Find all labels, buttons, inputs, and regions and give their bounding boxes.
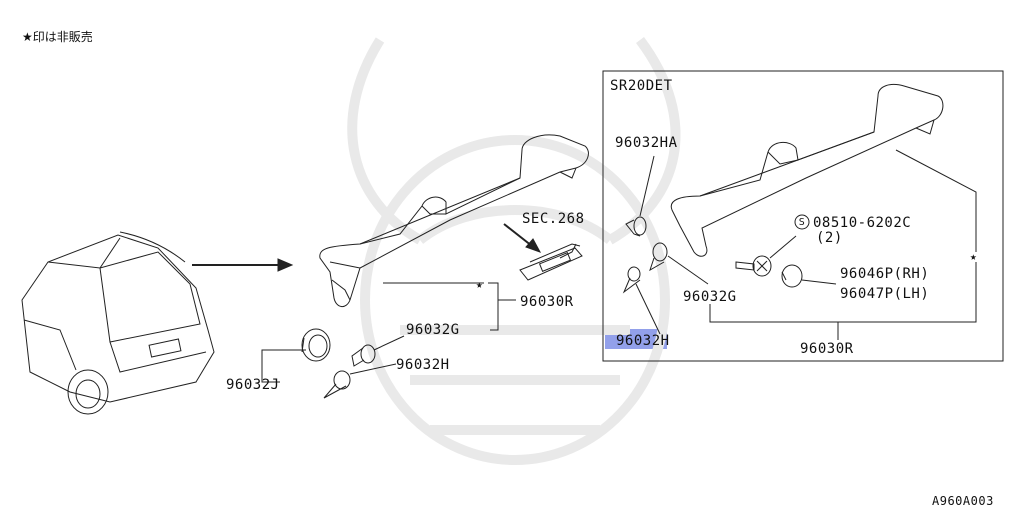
label-96047P-LH[interactable]: 96047P(LH) <box>840 286 930 302</box>
note-not-for-sale: ★印は非販売 <box>22 30 93 44</box>
label-96046P-RH[interactable]: 96046P(RH) <box>840 266 930 282</box>
label-96032HA[interactable]: 96032HA <box>615 135 678 151</box>
screw-08510-drawing <box>735 214 810 277</box>
label-96030R-main[interactable]: 96030R <box>520 294 574 310</box>
arrow-to-spoiler <box>192 258 294 272</box>
label-96032J[interactable]: 96032J <box>226 377 280 393</box>
label-sec268[interactable]: SEC.268 <box>522 211 585 227</box>
inset-leader-lines <box>709 149 977 340</box>
diagram-id: A960A003 <box>932 494 994 508</box>
label-96032G-inset[interactable]: 96032G <box>683 289 737 305</box>
watermark-emblem <box>347 37 681 465</box>
label-96032H-main[interactable]: 96032H <box>396 357 450 373</box>
label-96032H-inset-selected[interactable]: 96032H <box>616 333 670 349</box>
label-08510-qty: (2) <box>816 230 843 246</box>
inset-spoiler-drawing <box>670 83 944 257</box>
clip-96032G-inset-drawing <box>649 242 709 285</box>
main-leader-lines <box>383 282 516 331</box>
main-spoiler-drawing <box>319 134 589 307</box>
label-08510-6202C[interactable]: 08510-6202C <box>813 215 912 231</box>
label-96032G-main[interactable]: 96032G <box>406 322 460 338</box>
arrow-to-lamp <box>503 223 542 253</box>
pin-96032H-main-drawing <box>323 363 397 399</box>
inset-frame <box>602 70 1004 362</box>
cap-96046P-drawing <box>781 264 837 288</box>
clip-96032G-main-drawing <box>351 335 405 367</box>
star-mark-inset: ★ <box>970 250 978 263</box>
star-mark-main: ★ <box>476 278 484 291</box>
inset-title: SR20DET <box>610 78 673 94</box>
pin-96032H-inset-drawing <box>622 266 661 335</box>
screw-symbol: S <box>798 217 806 228</box>
car-illustration <box>21 231 215 415</box>
clip-96032HA-drawing <box>625 155 655 237</box>
sec268-lamp-drawing <box>519 243 583 281</box>
grommet-96032J-drawing <box>261 328 331 383</box>
label-96030R-inset[interactable]: 96030R <box>800 341 854 357</box>
